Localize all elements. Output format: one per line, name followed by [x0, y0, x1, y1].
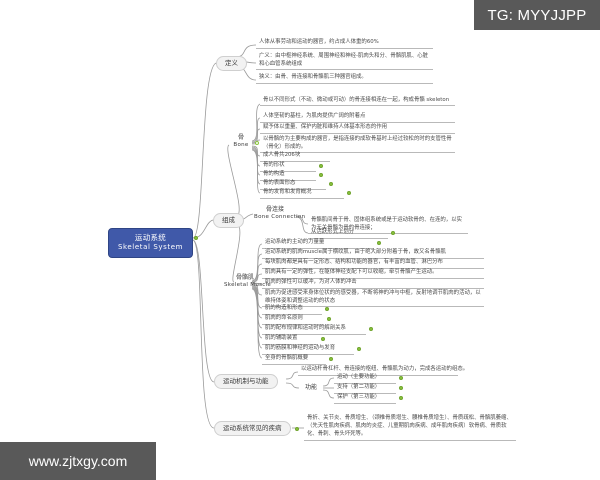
function-support-dot[interactable] [399, 386, 403, 390]
branch-composition[interactable]: 组成 [213, 213, 244, 229]
node-bone[interactable]: 骨 Bone [228, 134, 254, 149]
node-skeletal-muscle-label-en: Skeletal Muscle [224, 281, 272, 288]
leaf-muscle-3: 肌肉具有一定的弹性，在躯体神经支配下可以收缩，牵引骨骼产生运动。 [262, 269, 484, 280]
leaf-muscle-8: 肌的配布规律和运动时的解剖关系 [262, 325, 366, 336]
leaf-bone-2: 赋予体以重量、保护内脏和维持人体基本形态的作用 [260, 124, 455, 135]
branch-definition[interactable]: 定义 [216, 56, 247, 72]
leaf-bone-7: 骨的表面形态 [260, 180, 326, 191]
leaf-muscle-0: 运动系统的主动的力量量 [262, 239, 374, 250]
root-node[interactable]: 运动系统 Skeletal System [108, 228, 193, 259]
branch-composition-label: 组成 [222, 216, 235, 224]
muscle-accessory-dot[interactable] [321, 337, 325, 341]
muscle-distribution-dot[interactable] [369, 327, 373, 331]
muscle-structure-dot[interactable] [325, 307, 329, 311]
muscle-fascia-dot[interactable] [357, 347, 361, 351]
bone-development-dot[interactable] [347, 191, 351, 195]
leaf-bone-1: 人体坚韧的基柱，为肌肉提供广阔的附着点 [260, 113, 455, 124]
branch-diseases[interactable]: 运动系统常见的疾病 [214, 421, 291, 437]
leaf-muscle-10: 肌的筋膜和神经的运动与发育 [262, 345, 354, 356]
watermark-telegram-text: TG: MYYJJPP [487, 6, 587, 24]
leaf-muscle-6: 肌的构造和形态 [262, 305, 322, 316]
branch-diseases-label: 运动系统常见的疾病 [223, 424, 282, 432]
function-protection-dot[interactable] [399, 396, 403, 400]
root-label-en: Skeletal System [117, 243, 184, 252]
node-bone-connection[interactable]: 骨连接 Bone Connection [252, 206, 306, 221]
leaf-bone-8: 骨的发育和发育概况 [260, 189, 344, 200]
watermark-website: www.zjtxgy.com [0, 442, 156, 480]
muscle-power-dot[interactable] [377, 241, 381, 245]
leaf-function-0: 运动（主要功能） [334, 374, 396, 385]
muscle-overview-dot[interactable] [329, 357, 333, 361]
node-bone-connection-label-en: Bone Connection [254, 213, 306, 220]
node-skeletal-muscle[interactable]: 骨骼肌 Skeletal Muscle [222, 274, 272, 289]
node-bone-label-zh: 骨 [237, 134, 244, 141]
bone-collapse-dot[interactable] [255, 141, 259, 145]
leaf-bone-connection-0: 骨骼肌间骨于骨、固体组系统或是于运动软骨的、在连的，以实为无关骨骼为骨的骨连接； [308, 216, 468, 235]
leaf-bone-0: 骨以不同形式（不动、微动或可动）的骨连接相连在一起，构成骨骼 skeleton [260, 96, 455, 107]
watermark-website-text: www.zjtxgy.com [28, 453, 128, 469]
leaf-bone-connection-1: 从活跃形式上划分 [308, 229, 388, 240]
leaf-bone-6: 骨的构造 [260, 171, 316, 182]
leaf-function-2: 保护（第三功能） [334, 394, 396, 405]
root-collapse-dot[interactable] [194, 236, 198, 240]
branch-definition-label: 定义 [225, 59, 238, 67]
bone-connection-form-dot[interactable] [391, 231, 395, 235]
leaf-diseases-0: 骨折、关节炎、骨质增生、（颈椎骨质增生、腰椎骨质增生）、骨质疏松、骨骼肌萎缩、（… [304, 414, 516, 441]
node-function-label: 功能 [304, 384, 317, 391]
branch-mechanism-label: 运动机制与功能 [223, 377, 269, 385]
node-skeletal-muscle-label-zh: 骨骼肌 [235, 274, 254, 281]
root-label-zh: 运动系统 [134, 233, 167, 242]
leaf-muscle-4: 肌肉的弹性可以缓冲，为对人体的冲击 [262, 279, 484, 290]
watermark-telegram: TG: MYYJJPP [474, 0, 600, 30]
function-movement-dot[interactable] [399, 376, 403, 380]
bone-structure-dot[interactable] [319, 173, 323, 177]
leaf-bone-4: 成人骨共206块 [260, 152, 330, 163]
leaf-definition-0: 人体从事劳动和运动的器官，约占成人体重的60% [256, 39, 433, 50]
diseases-collapse-dot[interactable] [295, 427, 299, 431]
leaf-definition-2: 狭义：由骨、骨连接和骨骼肌三种器官组成。 [256, 74, 433, 85]
node-function[interactable]: 功能 [299, 384, 323, 393]
leaf-muscle-11: 全身的骨骼肌概要 [262, 355, 326, 366]
bone-surface-dot[interactable] [329, 182, 333, 186]
node-bone-connection-label-zh: 骨连接 [265, 206, 284, 213]
leaf-mechanism-0: 以运动杆骨杠杆、骨连接的枢纽、骨骼肌为动力，完成各运动的组态。 [298, 366, 468, 377]
leaf-muscle-2: 每块肌肉都是具有一定形态、结构和功能的器官，有丰富的血管、淋巴分布 [262, 259, 484, 270]
muscle-naming-dot[interactable] [327, 317, 331, 321]
leaf-muscle-1: 运动系统的肌肉muscle属于横纹肌，由于绝大部分附着于骨，故又名骨骼肌 [262, 249, 484, 260]
leaf-muscle-7: 肌肉的命名原则 [262, 315, 324, 326]
leaf-function-1: 支持（第二功能） [334, 384, 396, 395]
branch-mechanism[interactable]: 运动机制与功能 [214, 374, 278, 390]
node-bone-label-en: Bone [233, 141, 249, 148]
leaf-muscle-9: 肌的辅助装置 [262, 335, 318, 346]
bone-shape-dot[interactable] [319, 164, 323, 168]
leaf-bone-5: 骨的形状 [260, 162, 316, 173]
leaf-muscle-5: 肌肉为促进感受来身体位状的的感受器，不断将神的冲与中枢，反射地调节肌肉的活动，以… [262, 289, 484, 308]
leaf-definition-1: 广义：由中枢神经系统、周围神经和神经-肌肉头和分、骨骼肌肌、心脏和心血管系统组成 [256, 52, 433, 71]
leaf-bone-3: 以骨骼的为主要构成的器官，是指连接的成软骨基时上经过较松的时的支管性骨（骨化）形… [260, 135, 455, 154]
